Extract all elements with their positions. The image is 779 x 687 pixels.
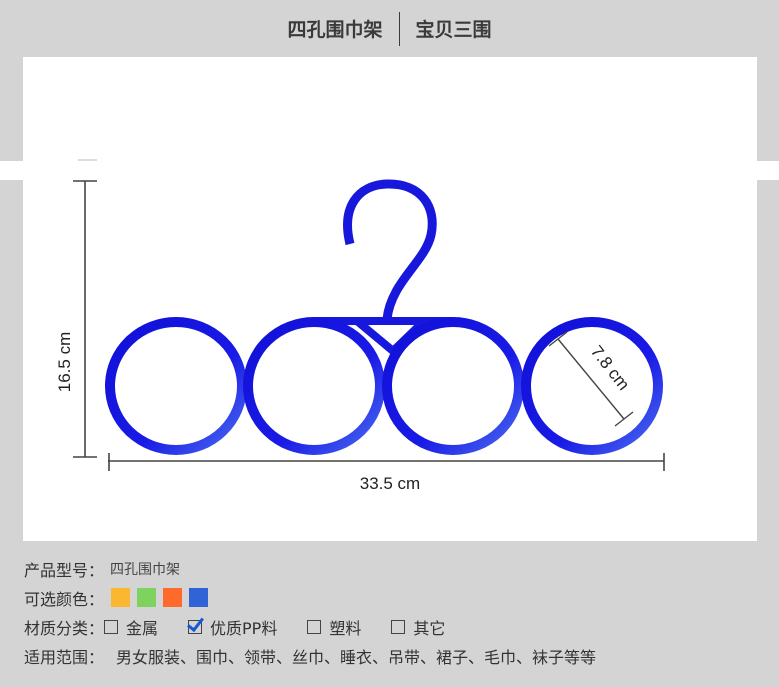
material-option-other: 其它 bbox=[391, 615, 445, 639]
width-label: 33.5 cm bbox=[360, 474, 420, 493]
model-row: 产品型号： 四孔围巾架 bbox=[24, 554, 764, 583]
ring-diameter-label: 7.8 cm bbox=[587, 342, 633, 394]
material-option-label: 其它 bbox=[413, 618, 446, 638]
checkbox-icon bbox=[104, 619, 119, 634]
color-swatch-blue bbox=[189, 588, 209, 607]
color-swatch-green bbox=[137, 588, 157, 607]
material-option-label: 金属 bbox=[126, 618, 159, 638]
model-value: 四孔围巾架 bbox=[110, 561, 181, 578]
page-title: 四孔围巾架 bbox=[287, 19, 383, 41]
scope-label: 适用范围： bbox=[24, 647, 105, 667]
material-option-metal: 金属 bbox=[104, 615, 158, 639]
model-label: 产品型号： bbox=[24, 560, 105, 580]
ring-diameter-line bbox=[548, 331, 634, 427]
colors-row: 可选颜色： bbox=[24, 583, 764, 612]
ring-1 bbox=[105, 317, 247, 455]
scope-value: 男女服装、围巾、领带、丝巾、睡衣、吊带、裙子、毛巾、袜子等等 bbox=[116, 647, 597, 667]
checked-checkbox-icon bbox=[188, 619, 203, 634]
page-subtitle: 宝贝三围 bbox=[415, 19, 492, 41]
ring-2 bbox=[243, 317, 385, 455]
checkbox-icon bbox=[307, 619, 322, 634]
material-option-label: 塑料 bbox=[329, 618, 362, 638]
ring-4 bbox=[521, 317, 663, 455]
material-option-plastic: 塑料 bbox=[307, 615, 361, 639]
checkbox-icon bbox=[391, 619, 406, 634]
material-label: 材质分类： bbox=[24, 618, 105, 638]
material-row: 材质分类： 金属 优质PP料 塑料 其它 bbox=[24, 612, 764, 641]
height-label: 16.5 cm bbox=[55, 332, 74, 392]
material-option-pp: 优质PP料 bbox=[188, 615, 277, 639]
scope-row: 适用范围： 男女服装、围巾、领带、丝巾、睡衣、吊带、裙子、毛巾、袜子等等 bbox=[24, 641, 764, 670]
width-dimension-line bbox=[108, 453, 665, 471]
hanger-hook bbox=[343, 179, 437, 320]
title-divider bbox=[398, 11, 400, 46]
scarf-hanger-illustration: 16.5 cm 33.5 cm 7.8 cm bbox=[55, 159, 665, 493]
header: 四孔围巾架 宝贝三围 bbox=[0, 0, 779, 57]
color-swatch-yellow bbox=[111, 588, 131, 607]
product-image-panel: 16.5 cm 33.5 cm 7.8 cm bbox=[23, 57, 757, 541]
colors-label: 可选颜色： bbox=[24, 589, 105, 609]
frame-gap-left bbox=[0, 161, 23, 180]
ring-3 bbox=[382, 317, 524, 455]
hanger-rings bbox=[105, 317, 663, 455]
product-info: 产品型号： 四孔围巾架 可选颜色： 材质分类： 金属 优质PP料 塑料 其它 适… bbox=[24, 554, 764, 670]
frame-gap-right bbox=[757, 161, 779, 180]
height-dimension-line bbox=[73, 159, 97, 458]
color-swatch-orange bbox=[163, 588, 183, 607]
material-option-label: 优质PP料 bbox=[210, 618, 278, 638]
